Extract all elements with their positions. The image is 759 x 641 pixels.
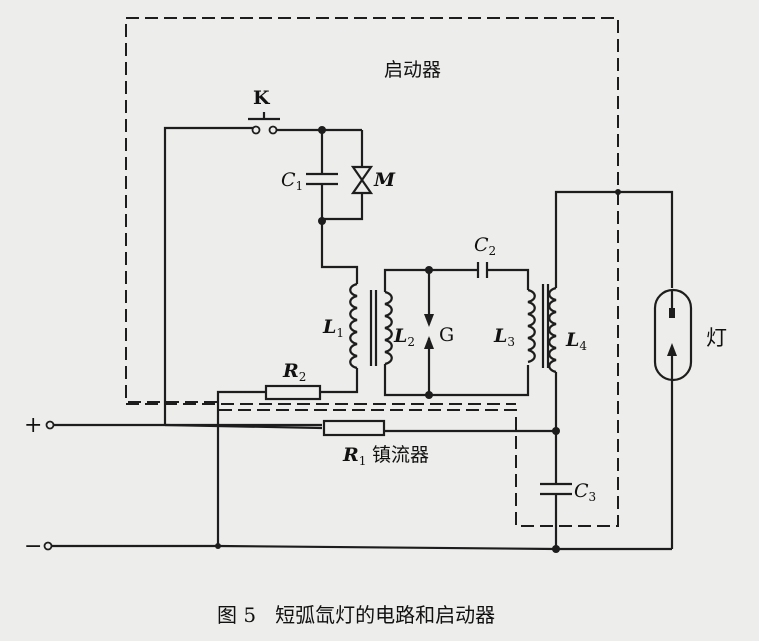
node-lamp-top xyxy=(615,189,621,195)
switch-contact-right xyxy=(268,125,278,135)
capacitor-c3 xyxy=(540,482,572,549)
m-branch xyxy=(322,130,364,221)
terminal-plus xyxy=(45,420,55,430)
gap-g-arrow-up xyxy=(424,336,434,349)
label-r2: R2 xyxy=(282,360,306,384)
figure-caption: 图 5 短弧氙灯的电路和启动器 xyxy=(217,603,495,627)
l4-top-lead xyxy=(554,190,674,288)
terminal-minus xyxy=(43,541,53,551)
label-r1: R1 xyxy=(342,444,366,468)
label-ballast: 镇流器 xyxy=(372,444,429,466)
label-c1: C1 xyxy=(281,169,303,193)
l2-loop xyxy=(383,268,530,397)
coil-l4 xyxy=(548,286,557,374)
node-r2-minus xyxy=(215,543,221,549)
label-g: G xyxy=(439,324,454,346)
lamp-electrode-bottom-tip xyxy=(667,343,677,356)
label-l3: L3 xyxy=(493,325,515,349)
r2-lead xyxy=(216,390,266,546)
label-switch-k: K xyxy=(253,87,271,109)
transformer-core-2 xyxy=(541,284,550,368)
l1-lead xyxy=(320,221,359,284)
r1-lead xyxy=(164,423,323,430)
c1-branch xyxy=(306,130,338,219)
capacitor-c2 xyxy=(476,262,530,290)
label-l2: L2 xyxy=(393,325,415,349)
label-minus: − xyxy=(24,534,42,559)
starter-boundary xyxy=(125,17,619,527)
transformer-core-1 xyxy=(369,290,378,366)
coil-l2 xyxy=(384,290,393,366)
coil-l1 xyxy=(349,282,358,370)
gap-g-arrow-down xyxy=(424,314,434,327)
switch-contact-left xyxy=(251,125,261,135)
node-l4-plus xyxy=(552,427,560,435)
label-starter: 启动器 xyxy=(384,59,441,81)
label-l1: L1 xyxy=(322,316,344,340)
label-c2: C2 xyxy=(474,234,496,258)
spark-gap-m xyxy=(350,165,374,195)
resistor-r1 xyxy=(322,419,386,437)
lamp-electrode-top-tip xyxy=(669,308,675,318)
label-lamp: 灯 xyxy=(706,326,727,350)
switch-blade xyxy=(248,112,280,121)
label-c3: C3 xyxy=(574,480,596,504)
node-c3-minus xyxy=(552,545,560,553)
switch-left-lead xyxy=(163,126,253,425)
label-plus: + xyxy=(24,413,42,438)
label-l4: L4 xyxy=(565,329,587,353)
resistor-r2 xyxy=(264,384,322,401)
coil-l3 xyxy=(527,288,536,364)
label-m: M xyxy=(373,169,396,191)
l1-bottom-lead xyxy=(320,368,359,394)
minus-rail xyxy=(52,544,672,551)
